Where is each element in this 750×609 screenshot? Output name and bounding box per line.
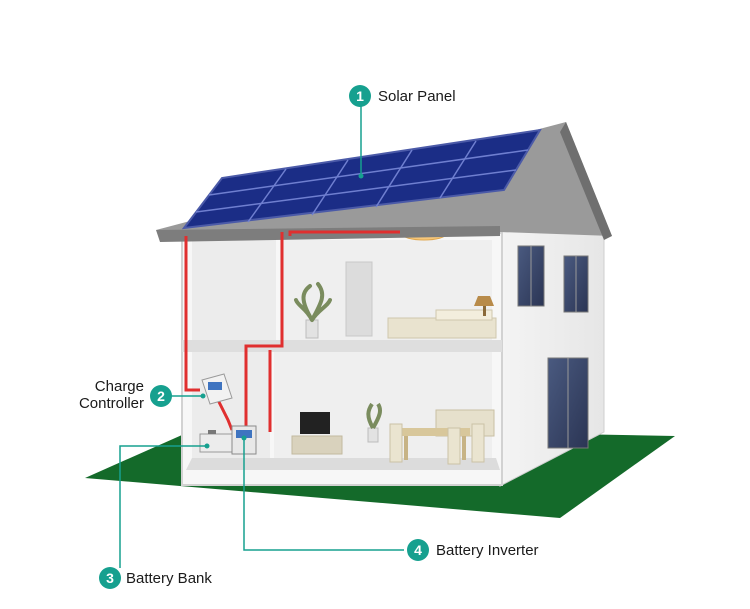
plant-downstairs (366, 402, 383, 443)
roof-gable-edge (560, 122, 612, 240)
tv-set (291, 412, 343, 455)
callout-number-1: 1 (356, 88, 364, 104)
bed (387, 309, 497, 339)
callout-leaders (119, 106, 404, 568)
roof-eave (156, 226, 500, 242)
callout-number-3: 3 (106, 570, 114, 586)
dining-table (389, 423, 485, 465)
ground-floor (186, 458, 500, 470)
charge-controller-device (201, 373, 233, 405)
plant-upstairs (294, 282, 332, 339)
label-controller: Controller (78, 395, 144, 412)
label-charge: Charge (94, 378, 144, 395)
red-wiring (184, 230, 400, 432)
solar-panel-grid (195, 140, 529, 223)
side-windows (517, 245, 589, 313)
door (345, 261, 373, 337)
upper-floor-slab (182, 340, 502, 352)
callout-dots (200, 173, 364, 449)
label-battery-bank: Battery Bank (126, 570, 212, 587)
upper-room-left (192, 240, 276, 344)
callout-badge-3: 3 (99, 567, 121, 589)
table-lamp (474, 296, 494, 316)
callout-badge-4: 4 (407, 539, 429, 561)
callout-badge-1: 1 (349, 85, 371, 107)
sliding-glass-door (547, 357, 589, 449)
callout-badge-2: 2 (150, 385, 172, 407)
label-battery-inverter: Battery Inverter (436, 542, 539, 559)
callout-number-2: 2 (157, 388, 165, 404)
label-solar-panel: Solar Panel (378, 88, 456, 105)
callout-number-4: 4 (414, 542, 422, 558)
